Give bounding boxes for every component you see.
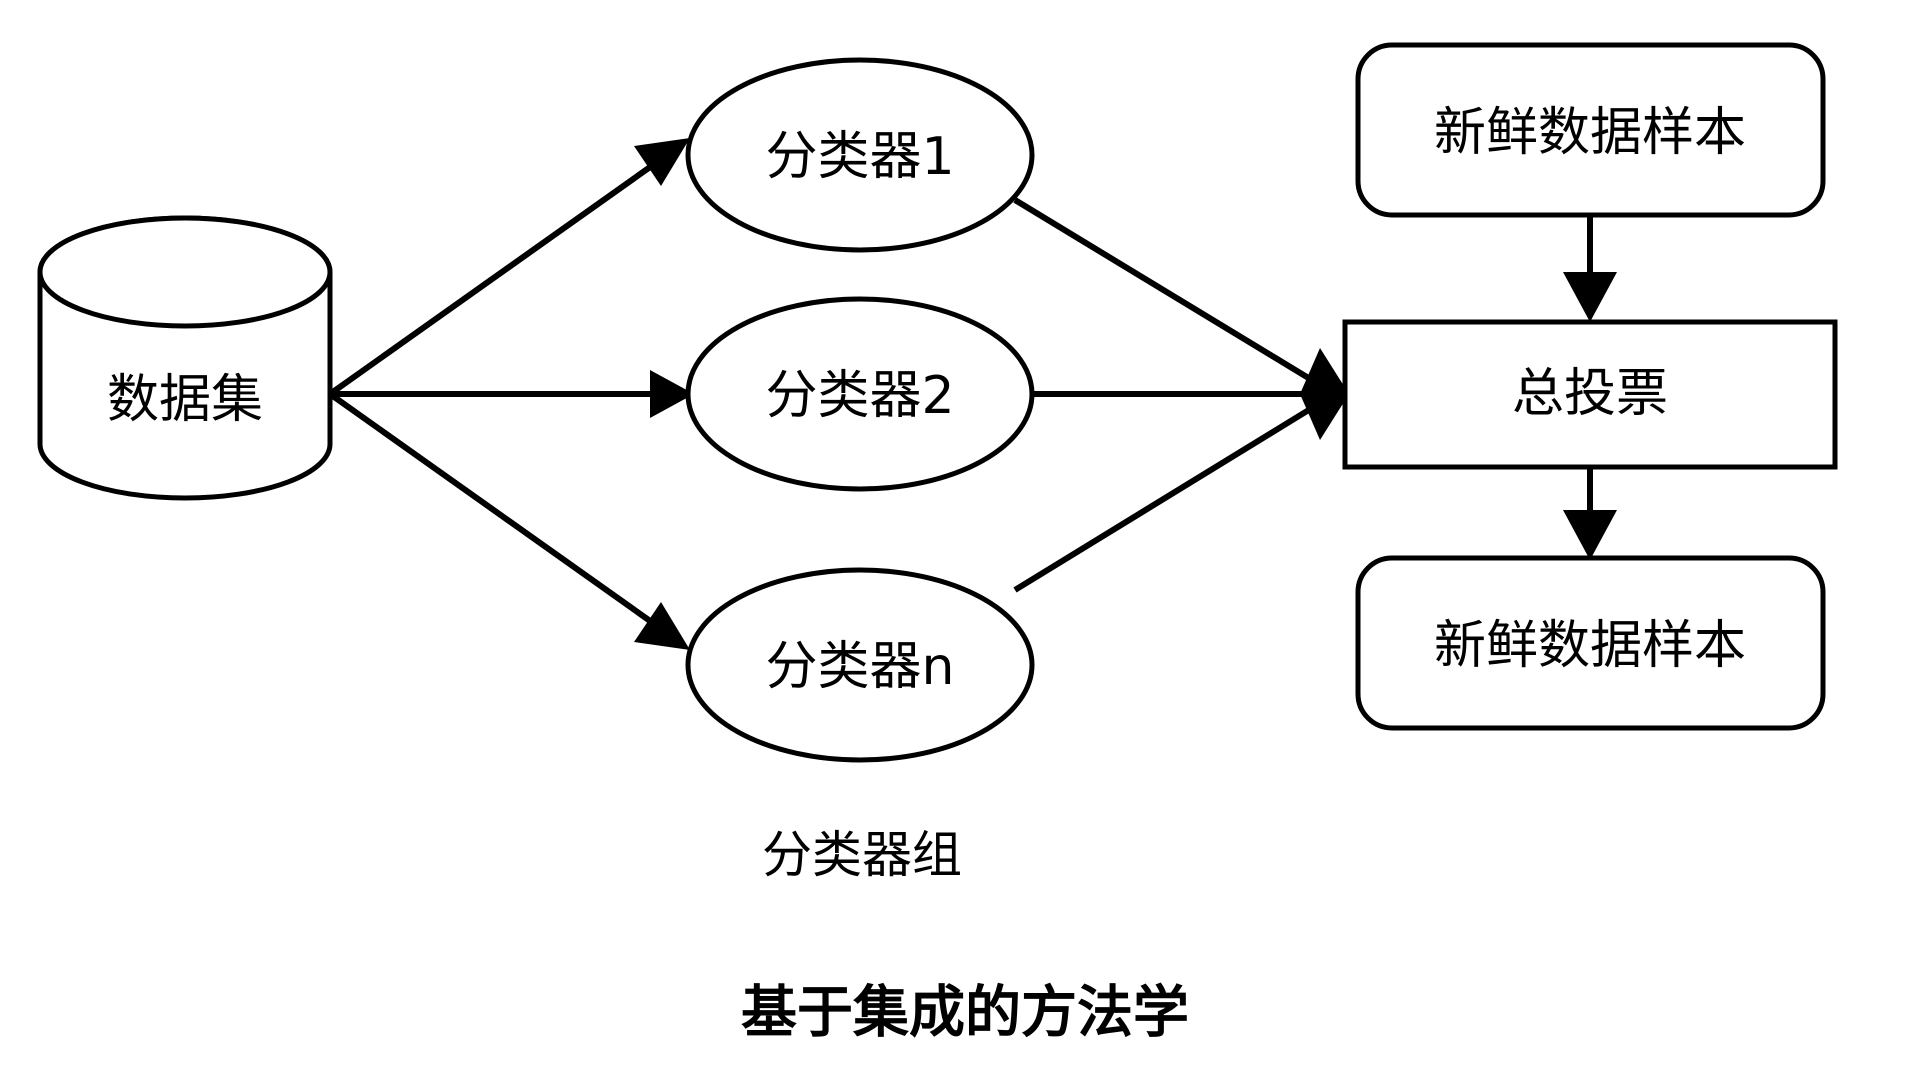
edge-dataset-to-classifiern: [328, 391, 662, 631]
node-total-vote-label: 总投票: [1512, 364, 1668, 424]
classifier-1-ellipse: [685, 57, 1035, 253]
arrow-head-fresh-input-to-vote: [1563, 272, 1617, 322]
arrow-head-classifiers-to-vote: [1300, 348, 1349, 440]
arrow-head-dataset-to-classifier2: [650, 370, 694, 418]
classifier-n-ellipse: [685, 567, 1035, 763]
node-classifier-n-label: 分类器n: [766, 637, 955, 697]
classifier-group-caption: 分类器组: [762, 826, 962, 884]
node-classifier-n[interactable]: 分类器n: [685, 567, 1035, 763]
arrow-head-dataset-to-classifier1: [634, 138, 690, 186]
edge-dataset-to-classifier1: [328, 157, 662, 397]
node-total-vote[interactable]: 总投票: [1342, 319, 1838, 470]
node-fresh-data-output-label: 新鲜数据样本: [1434, 616, 1746, 676]
node-classifier-1-label: 分类器1: [765, 127, 954, 187]
node-classifier-1[interactable]: 分类器1: [685, 57, 1035, 253]
edge-classifier1-to-vote: [1013, 197, 1327, 391]
node-fresh-data-input[interactable]: 新鲜数据样本: [1355, 42, 1826, 218]
arrow-head-vote-to-fresh-output: [1563, 510, 1617, 560]
node-fresh-data-output[interactable]: 新鲜数据样本: [1355, 555, 1826, 731]
node-classifier-2[interactable]: 分类器2: [685, 296, 1035, 492]
node-classifier-2-label: 分类器2: [765, 366, 954, 426]
node-dataset-label: 数据集: [107, 370, 263, 430]
edges-classifiers-to-vote: [1013, 197, 1349, 593]
edge-classifiern-to-vote: [1013, 397, 1327, 593]
figure-title: 基于集成的方法学: [741, 981, 1189, 1046]
edge-vote-to-fresh-output: [1563, 467, 1617, 560]
node-fresh-data-input-label: 新鲜数据样本: [1434, 103, 1746, 163]
fresh-data-output-box: [1355, 555, 1826, 731]
edges-dataset-to-classifiers: [328, 138, 694, 650]
edge-fresh-input-to-vote: [1563, 215, 1617, 322]
arrow-head-dataset-to-classifiern: [634, 602, 690, 650]
classifier-group: 分类器1 分类器2 分类器n: [685, 57, 1035, 763]
cylinder-top-ellipse: [37, 215, 333, 329]
node-dataset[interactable]: 数据集: [37, 215, 333, 501]
